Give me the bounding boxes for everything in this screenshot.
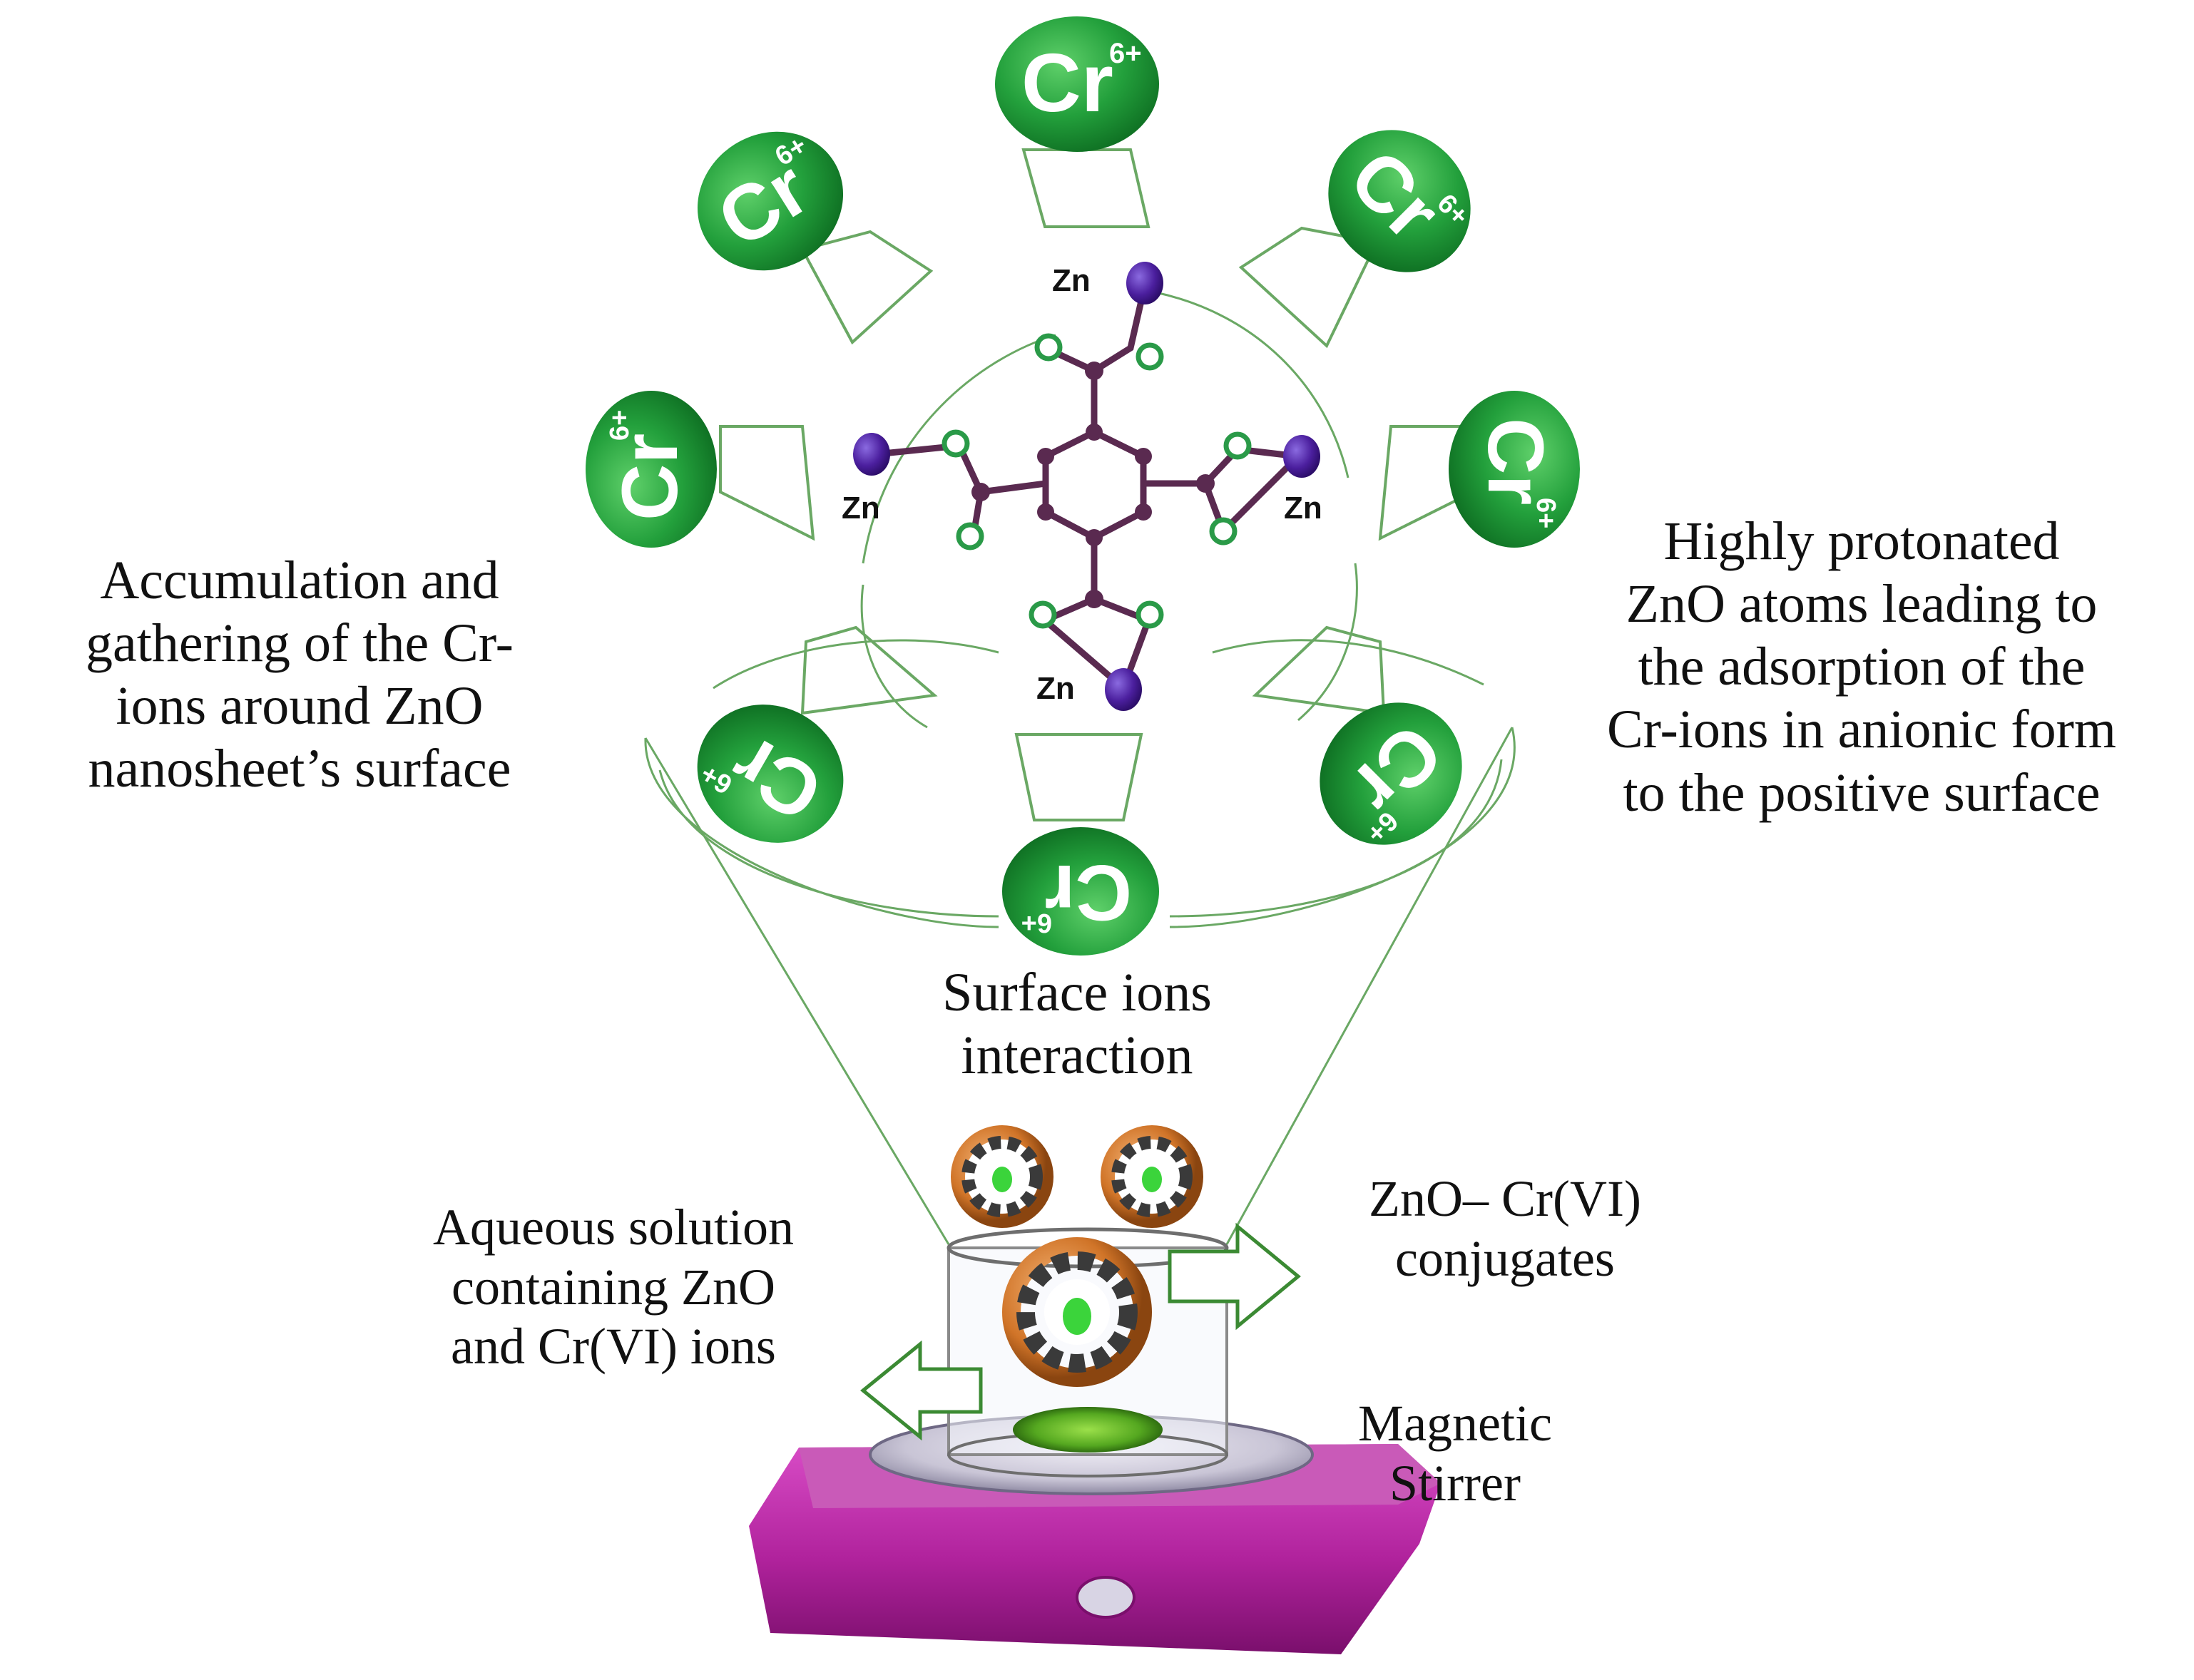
cr-charge: 6+ [1021, 908, 1052, 938]
connector-left [719, 425, 815, 541]
zn-atom-icon [1126, 262, 1163, 304]
caption-protonated: Highly protonated ZnO atoms leading to t… [1606, 511, 2117, 823]
stirrer-knob [1076, 1576, 1136, 1619]
connector-bottom-right [1252, 625, 1386, 715]
zn-label-right: Zn [1284, 491, 1322, 526]
cr-ion-icon: Cr 6+ [1449, 391, 1580, 548]
cr-symbol: Cr [1021, 36, 1113, 129]
oxygen-atom-icon [1136, 600, 1164, 629]
arrow-icon [860, 1340, 983, 1441]
oxygen-atom-icon [1034, 333, 1063, 362]
zn-atom-icon [1105, 668, 1142, 711]
lower-arc-left [713, 639, 999, 690]
cr-ions: Cr 6+ Cr 6+ Cr 6+ Cr 6+ Cr 6+ Cr 6+ [586, 16, 1580, 956]
zn-atom-icon [1283, 435, 1320, 478]
oxygen-atom-icon [956, 522, 984, 550]
cr-symbol: Cr [1471, 418, 1559, 505]
connector-top-left [800, 230, 934, 345]
adsorbent-blob [1013, 1407, 1163, 1453]
zn-label-bottom: Zn [1036, 671, 1075, 706]
zn-label-top: Zn [1052, 263, 1091, 298]
funnel-left-line [644, 737, 950, 1245]
cr-symbol: Cr [1045, 849, 1132, 936]
cr-ion-icon: Cr 6+ [697, 130, 844, 271]
oxygen-atom-icon [1209, 517, 1238, 546]
funnel-right-line [1225, 727, 1514, 1245]
caption-magnetic-stirrer: Magnetic Stirrer [1358, 1395, 1552, 1512]
benzene-ring [1042, 428, 1147, 542]
oxygen-atoms [942, 333, 1252, 629]
inner-ring-lower [658, 759, 1503, 918]
arrow-icon [1168, 1222, 1301, 1331]
arrows [860, 1222, 1301, 1441]
molecule-atoms [971, 362, 1215, 608]
caption-aqueous-solution: Aqueous solution containing ZnO and Cr(V… [432, 1199, 794, 1376]
zno-nanocluster-icon [951, 1125, 1053, 1228]
cr-ion-icon: Cr 6+ [1320, 702, 1462, 849]
zn-atom-icon [853, 433, 890, 476]
connector-top-right [1238, 226, 1379, 349]
cr-charge: 6+ [605, 410, 635, 441]
zn-atoms [853, 262, 1320, 711]
caption-surface-interaction: Surface ions interaction [942, 963, 1212, 1086]
oxygen-atom-icon [1029, 600, 1057, 629]
cr-charge: 6+ [1109, 38, 1142, 69]
cr-charge: 6+ [1531, 498, 1561, 528]
caption-accumulation: Accumulation and gathering of the Cr- io… [86, 550, 514, 799]
zno-nanocluster-icon [1101, 1125, 1203, 1228]
inner-circle-arc-top-left [862, 334, 1056, 564]
caption-conjugates: ZnO– Cr(VI) conjugates [1369, 1170, 1641, 1287]
molecule-bonds [872, 282, 1302, 692]
nanoclusters [951, 1125, 1203, 1387]
inner-circle-arc-top-right [1155, 291, 1349, 478]
cr-ion-icon: Cr 6+ [695, 705, 844, 843]
oxygen-atom-icon [1136, 342, 1164, 371]
oxygen-atom-icon [1223, 431, 1252, 460]
cr-ion-icon: Cr 6+ [1002, 827, 1159, 956]
inner-circle-arc-left [860, 584, 928, 729]
funnel-lines [644, 291, 1516, 1245]
connector-top [1021, 148, 1150, 228]
zno-molecule: Zn Zn Zn Zn [842, 262, 1322, 711]
connector-bottom-left [800, 625, 938, 715]
cr-symbol: Cr [606, 434, 694, 521]
cr-ion-icon: Cr 6+ [586, 391, 717, 548]
zno-nanocluster-icon [1002, 1237, 1152, 1387]
oxygen-atom-icon [942, 429, 970, 458]
connector-bottom [1014, 733, 1143, 821]
cr-ion-icon: Cr 6+ [995, 16, 1159, 152]
lower-arc-right [1212, 639, 1484, 686]
cr-ion-icon: Cr 6+ [1328, 130, 1474, 272]
zn-label-left: Zn [842, 491, 880, 526]
